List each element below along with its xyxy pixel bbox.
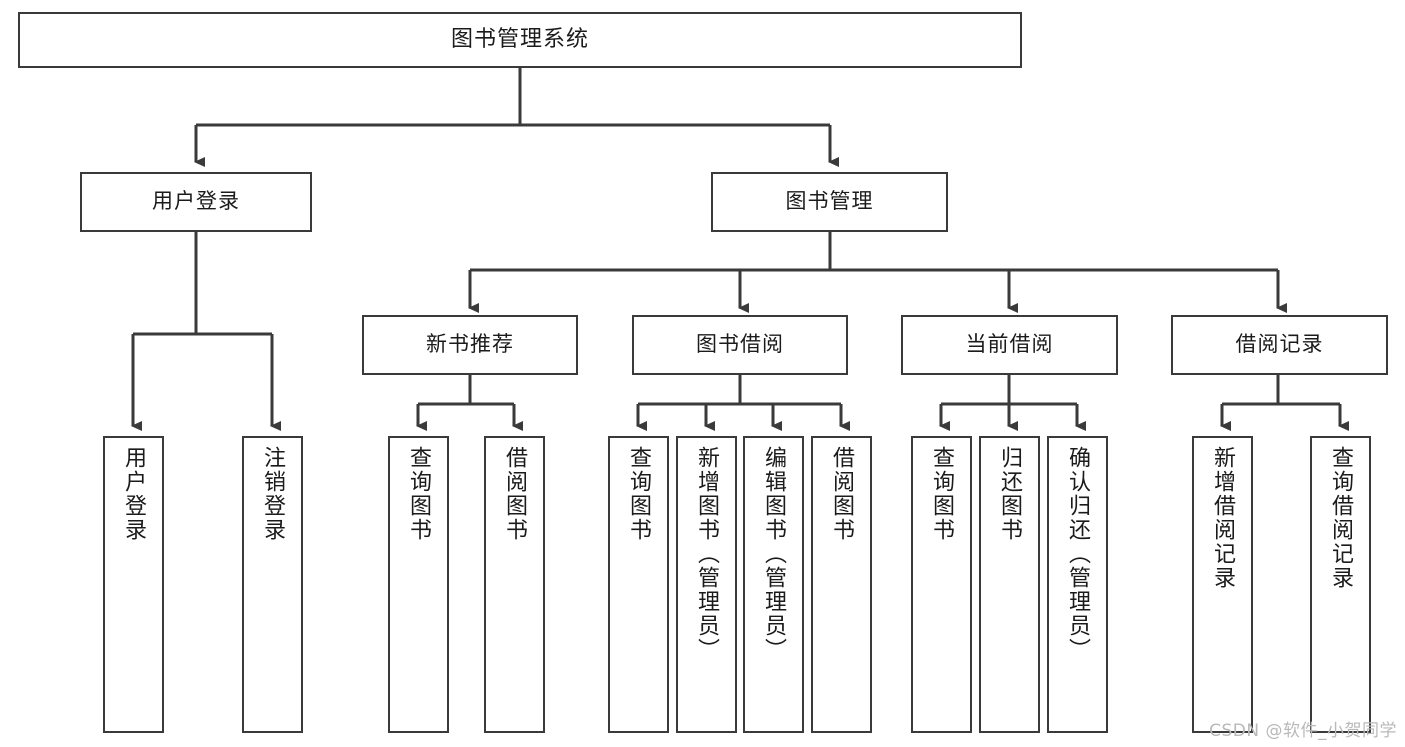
leaf-borrow-book-1-label: 借阅图书	[502, 446, 528, 542]
node-root[interactable]: 图书管理系统	[18, 12, 1022, 68]
leaf-query-book-2[interactable]: 查询图书	[608, 436, 669, 733]
node-book-borrow[interactable]: 图书借阅	[632, 315, 848, 375]
node-book-management-label: 图书管理	[785, 189, 874, 214]
leaf-edit-book-label: 编辑图书（管理员）	[761, 446, 787, 662]
leaf-add-book-label: 新增图书（管理员）	[694, 446, 720, 662]
node-user-login[interactable]: 用户登录	[80, 172, 312, 232]
leaf-borrow-book-1[interactable]: 借阅图书	[484, 436, 545, 733]
leaf-query-record-label: 查询借阅记录	[1328, 446, 1354, 590]
watermark-text: CSDN @软件_小贺同学	[1209, 721, 1397, 741]
leaf-confirm-return[interactable]: 确认归还（管理员）	[1047, 436, 1108, 733]
leaf-user-login-label: 用户登录	[121, 446, 147, 542]
node-root-label: 图书管理系统	[450, 26, 589, 52]
leaf-add-record[interactable]: 新增借阅记录	[1192, 436, 1253, 733]
leaf-borrow-book-2-label: 借阅图书	[829, 446, 855, 542]
node-new-book-recommend-label: 新书推荐	[426, 332, 514, 357]
leaf-user-login[interactable]: 用户登录	[103, 436, 164, 733]
node-book-management[interactable]: 图书管理	[711, 172, 948, 232]
node-borrow-record[interactable]: 借阅记录	[1171, 315, 1388, 375]
node-current-borrow-label: 当前借阅	[965, 332, 1054, 357]
leaf-logout[interactable]: 注销登录	[242, 436, 303, 733]
leaf-add-book[interactable]: 新增图书（管理员）	[676, 436, 737, 733]
leaf-return-book-label: 归还图书	[997, 446, 1023, 542]
leaf-query-book-1-label: 查询图书	[406, 446, 432, 542]
leaf-query-book-3[interactable]: 查询图书	[911, 436, 972, 733]
leaf-return-book[interactable]: 归还图书	[979, 436, 1040, 733]
leaf-query-book-1[interactable]: 查询图书	[388, 436, 449, 733]
leaf-add-record-label: 新增借阅记录	[1210, 446, 1236, 590]
leaf-query-book-3-label: 查询图书	[929, 446, 955, 542]
leaf-logout-label: 注销登录	[260, 446, 286, 542]
leaf-query-record[interactable]: 查询借阅记录	[1310, 436, 1371, 733]
node-borrow-record-label: 借阅记录	[1235, 332, 1324, 357]
node-new-book-recommend[interactable]: 新书推荐	[362, 315, 578, 375]
node-book-borrow-label: 图书借阅	[696, 332, 784, 357]
leaf-borrow-book-2[interactable]: 借阅图书	[811, 436, 872, 733]
node-user-login-label: 用户登录	[152, 189, 240, 214]
leaf-edit-book[interactable]: 编辑图书（管理员）	[743, 436, 804, 733]
leaf-confirm-return-label: 确认归还（管理员）	[1065, 446, 1091, 662]
node-current-borrow[interactable]: 当前借阅	[901, 315, 1118, 375]
leaf-query-book-2-label: 查询图书	[626, 446, 652, 542]
